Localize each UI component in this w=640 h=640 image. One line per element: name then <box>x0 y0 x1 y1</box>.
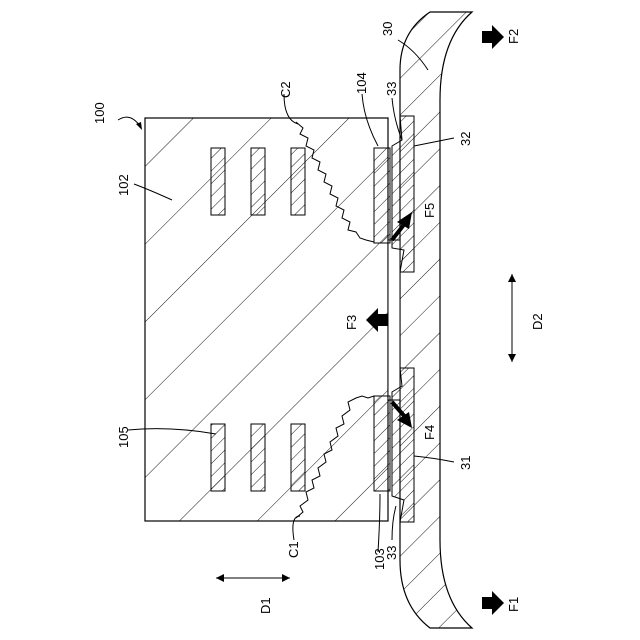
label-direction-d1: D1 <box>258 597 273 614</box>
label-bond-31: 31 <box>458 456 473 470</box>
label-force-f1: F1 <box>506 597 521 612</box>
housing-30 <box>400 12 472 628</box>
bond-31 <box>392 368 414 522</box>
label-crack-c1: C1 <box>286 541 301 558</box>
direction-arrow-d2 <box>508 274 516 362</box>
pad-104 <box>374 148 390 243</box>
pad-103 <box>374 396 390 491</box>
label-pad-104: 104 <box>354 72 369 94</box>
element-105 <box>251 424 265 491</box>
label-fillet-33-upper: 33 <box>384 82 399 96</box>
label-direction-d2: D2 <box>530 313 545 330</box>
label-force-f5: F5 <box>422 203 437 218</box>
label-force-f4: F4 <box>422 425 437 440</box>
bond-layer <box>388 240 400 400</box>
element-105 <box>211 148 225 215</box>
element-105 <box>211 424 225 491</box>
label-crack-c2: C2 <box>278 81 293 98</box>
force-arrow-f1 <box>482 591 504 615</box>
label-substrate: 102 <box>116 174 131 196</box>
label-force-f2: F2 <box>506 29 521 44</box>
element-group-lower <box>211 424 305 491</box>
label-element: 105 <box>116 426 131 448</box>
label-bond-32: 32 <box>458 132 473 146</box>
bond-32 <box>392 116 414 272</box>
label-force-f3: F3 <box>344 315 359 330</box>
element-105 <box>251 148 265 215</box>
force-arrow-f2 <box>482 25 504 49</box>
label-housing: 30 <box>380 22 395 36</box>
label-device: 100 <box>92 102 107 124</box>
element-105 <box>291 148 305 215</box>
label-fillet-33-lower: 33 <box>384 546 399 560</box>
direction-arrow-d1 <box>216 574 290 582</box>
element-group-upper <box>211 148 305 215</box>
element-105 <box>291 424 305 491</box>
